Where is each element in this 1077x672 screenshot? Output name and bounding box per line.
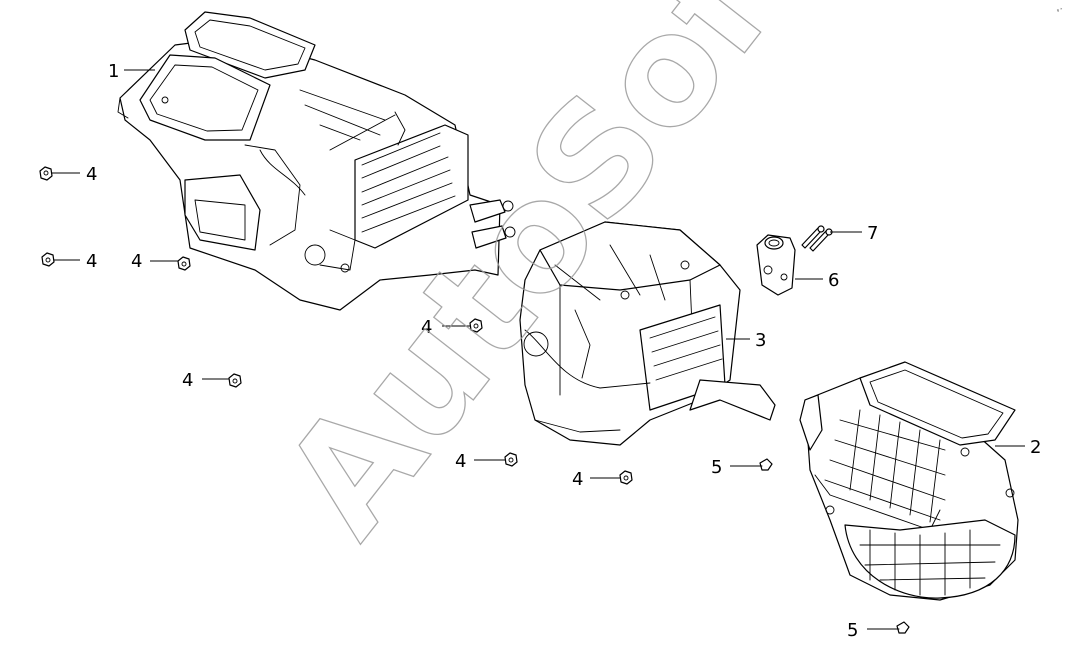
callout-6: 6: [828, 270, 839, 291]
evaporator-housing: [519, 221, 776, 446]
callout-5a: 5: [711, 457, 722, 478]
callout-1: 1: [108, 61, 119, 82]
callout-4b: 4: [86, 251, 97, 272]
callout-7: 7: [867, 223, 878, 244]
nut-4f: [504, 452, 518, 467]
callout-4f: 4: [455, 451, 466, 472]
heater-unit-assembly: [117, 11, 516, 311]
callout-4d: 4: [421, 317, 432, 338]
nut-4d: [469, 318, 483, 333]
nut-4e: [228, 373, 242, 388]
leader-lines: [52, 69, 1025, 630]
callout-3: 3: [755, 330, 766, 351]
corner-mark: ⁰⁺: [1056, 6, 1066, 16]
callout-4a: 4: [86, 164, 97, 185]
callout-labels: 1 4 4 4 4 4 4 4 5 5 3 2 6 7: [86, 61, 1041, 641]
blower-unit-assembly: [799, 361, 1019, 601]
callout-5b: 5: [847, 620, 858, 641]
expansion-valve: [756, 234, 796, 296]
screw-5a: [755, 458, 773, 471]
callout-4c: 4: [131, 251, 142, 272]
callout-2: 2: [1030, 437, 1041, 458]
screw-5b: [892, 621, 910, 634]
nut-4g: [619, 470, 633, 485]
nut-4c: [177, 256, 191, 271]
nut-4b: [41, 252, 55, 267]
valve-bolts: [801, 225, 833, 252]
callout-4g: 4: [572, 469, 583, 490]
callout-4e: 4: [182, 370, 193, 391]
nut-4a: [39, 166, 53, 181]
